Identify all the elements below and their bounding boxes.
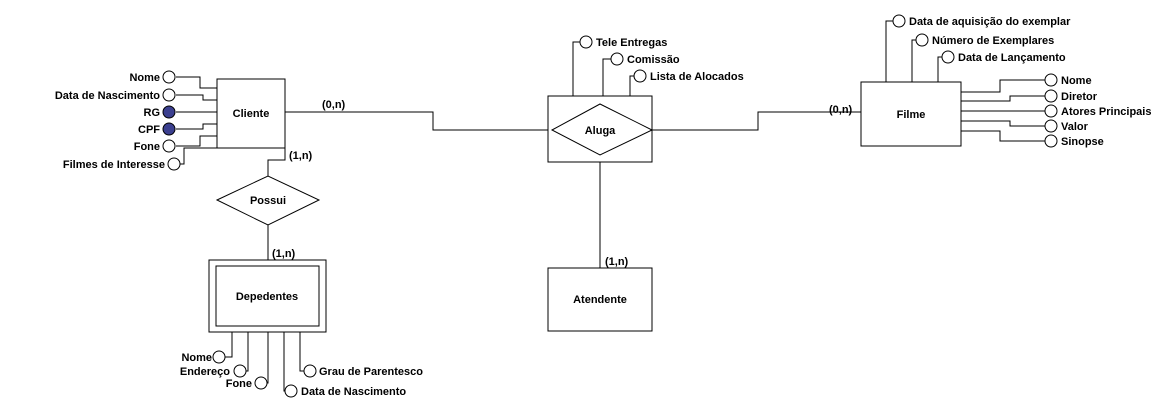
attr-dep-endereco-label: Endereço (180, 366, 230, 378)
aluga-attributes: Tele Entregas Comissão Lista de Alocados (579, 35, 744, 83)
attr-filme-valor-label: Valor (1061, 121, 1089, 133)
attr-filme-nome-label: Nome (1061, 75, 1092, 87)
leader-dep-fone (266, 326, 269, 384)
leader-filme-sinopse (961, 130, 1045, 142)
attr-filme-numero-exemplares-label: Número de Exemplares (932, 35, 1054, 47)
line-aluga-filme (652, 111, 861, 131)
attr-dep-data-nascimento[interactable]: Data de Nascimento (284, 384, 406, 398)
leader-cliente-filmes-interesse (176, 147, 217, 165)
entity-dependentes[interactable]: Depedentes (208, 259, 327, 333)
leader-filme-valor (961, 120, 1045, 127)
leader-dep-endereco (246, 326, 249, 372)
key-attribute-icon (162, 105, 176, 119)
attr-filme-diretor-label: Diretor (1061, 91, 1098, 103)
attr-filme-data-lancamento-label: Data de Lançamento (958, 52, 1066, 64)
leader-filme-nome (961, 79, 1045, 93)
attr-filme-valor[interactable]: Valor (1044, 119, 1089, 133)
cardinality-dependentes-possui: (1,n) (272, 248, 296, 260)
cliente-attributes: Nome Data de Nascimento RG CPF Fone Film… (55, 70, 181, 171)
attr-dep-fone[interactable]: Fone (226, 376, 268, 390)
attr-dep-endereco[interactable]: Endereço (180, 364, 247, 378)
entity-dependentes-label: Depedentes (236, 291, 298, 303)
attr-filme-sinopse[interactable]: Sinopse (1044, 134, 1104, 148)
attr-cliente-fone[interactable]: Fone (134, 139, 176, 153)
attr-filme-nome[interactable]: Nome (1044, 73, 1092, 87)
attr-aluga-tele-entregas-label: Tele Entregas (596, 37, 667, 49)
attr-cliente-data-nascimento[interactable]: Data de Nascimento (55, 88, 176, 102)
leader-cliente-nome (176, 76, 217, 89)
attr-filme-sinopse-label: Sinopse (1061, 136, 1104, 148)
attr-filme-data-aquisicao[interactable]: Data de aquisição do exemplar (892, 14, 1071, 28)
relationship-aluga-label: Aluga (585, 125, 616, 137)
attr-dep-grau-parentesco[interactable]: Grau de Parentesco (303, 364, 423, 378)
attr-dep-nome[interactable]: Nome (181, 350, 226, 364)
cardinality-atendente-aluga: (1,n) (605, 256, 629, 268)
attr-cliente-cpf[interactable]: CPF (138, 122, 176, 136)
entity-atendente[interactable]: Atendente (547, 267, 653, 332)
leader-filme-diretor (961, 95, 1045, 102)
attr-cliente-nome[interactable]: Nome (129, 70, 176, 84)
attr-cliente-filmes-interesse-label: Filmes de Interesse (63, 159, 165, 171)
attr-dep-data-nascimento-label: Data de Nascimento (301, 386, 406, 398)
leader-dep-grau-parentesco (299, 326, 308, 372)
relationship-possui[interactable]: Possui (215, 175, 321, 226)
leader-dep-data-nascimento (283, 326, 286, 392)
attr-aluga-lista-alocados-label: Lista de Alocados (650, 71, 744, 83)
attr-aluga-lista-alocados[interactable]: Lista de Alocados (633, 69, 744, 83)
attr-dep-fone-label: Fone (226, 378, 252, 390)
dependentes-attributes: Nome Endereço Fone Data de Nascimento Gr… (180, 350, 423, 398)
cardinality-cliente-aluga: (0,n) (322, 99, 346, 111)
leader-cliente-data-nascimento (176, 94, 217, 101)
relationship-possui-label: Possui (250, 195, 286, 207)
leader-cliente-cpf (176, 123, 217, 130)
cardinality-cliente-possui: (1,n) (289, 150, 313, 162)
attr-dep-grau-parentesco-label: Grau de Parentesco (319, 366, 423, 378)
attr-cliente-filmes-interesse[interactable]: Filmes de Interesse (63, 157, 181, 171)
attr-dep-nome-label: Nome (181, 352, 212, 364)
attr-filme-numero-exemplares[interactable]: Número de Exemplares (915, 33, 1054, 47)
attr-aluga-tele-entregas[interactable]: Tele Entregas (579, 35, 667, 49)
key-attribute-icon (162, 122, 176, 136)
line-cliente-possui (267, 148, 286, 176)
attr-aluga-comissao-label: Comissão (627, 54, 680, 66)
relationship-aluga[interactable]: Aluga (547, 95, 654, 163)
attr-cliente-data-nascimento-label: Data de Nascimento (55, 90, 160, 102)
attr-cliente-rg[interactable]: RG (144, 105, 176, 119)
attr-filme-diretor[interactable]: Diretor (1044, 89, 1098, 103)
entity-cliente-label: Cliente (233, 108, 270, 120)
attr-filme-atores-label: Atores Principais (1061, 106, 1151, 118)
entity-filme-label: Filme (897, 109, 926, 121)
attr-cliente-rg-label: RG (144, 107, 161, 119)
entity-filme[interactable]: Filme (860, 81, 962, 147)
leader-cliente-fone (176, 135, 217, 147)
attr-aluga-comissao[interactable]: Comissão (610, 52, 680, 66)
line-cliente-aluga (285, 111, 548, 131)
attr-filme-data-lancamento[interactable]: Data de Lançamento (941, 50, 1066, 64)
attr-filme-data-aquisicao-label: Data de aquisição do exemplar (909, 16, 1071, 28)
leader-aluga-tele-entregas (572, 41, 580, 96)
cardinality-filme-aluga: (0,n) (829, 104, 853, 116)
entity-cliente[interactable]: Cliente (216, 78, 286, 149)
attr-cliente-nome-label: Nome (129, 72, 160, 84)
entity-atendente-label: Atendente (573, 294, 627, 306)
attr-cliente-cpf-label: CPF (138, 124, 160, 136)
leader-filme-data-aquisicao (885, 20, 899, 82)
filme-attributes: Data de aquisição do exemplar Número de … (892, 14, 1151, 148)
leader-aluga-comissao (602, 58, 611, 96)
attr-cliente-fone-label: Fone (134, 141, 160, 153)
attr-filme-atores[interactable]: Atores Principais (1044, 104, 1151, 118)
